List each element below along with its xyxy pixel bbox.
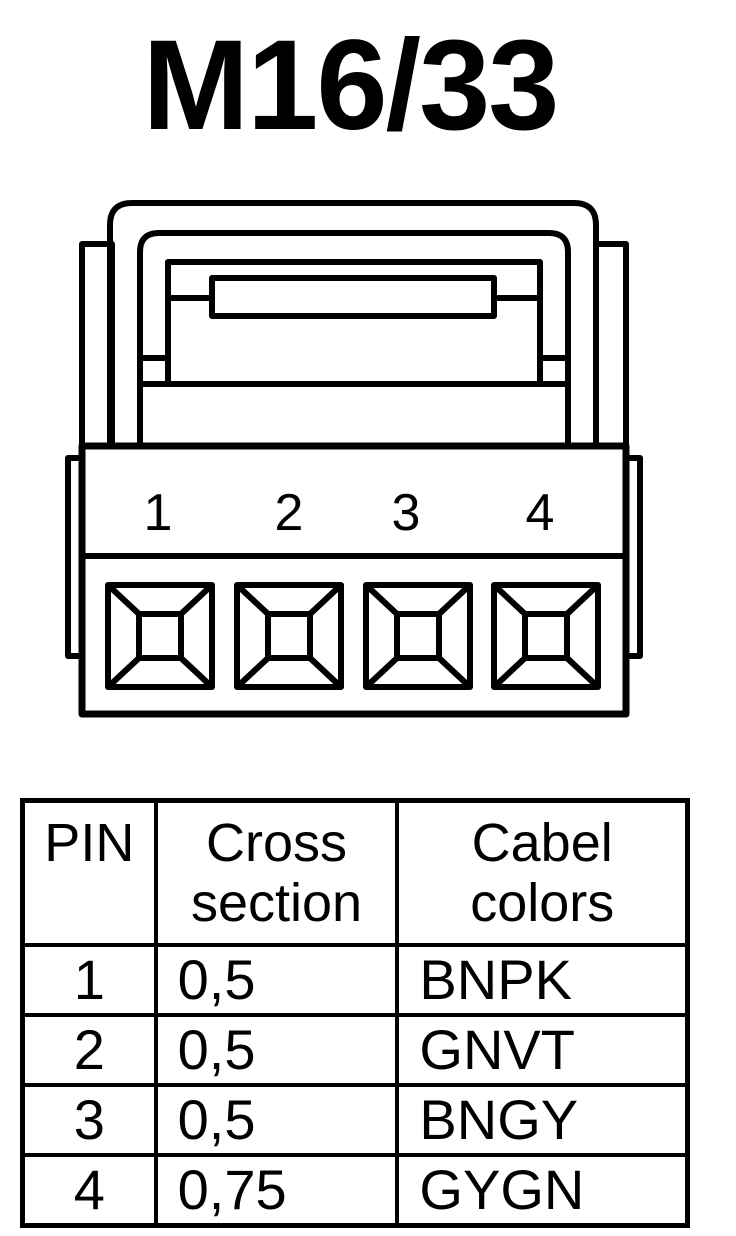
latch-outer xyxy=(107,200,599,446)
header-color-line1: Cabel xyxy=(471,813,613,873)
connector-drawing: 1 2 3 4 xyxy=(65,200,643,718)
cell-cross-section: 0,5 xyxy=(153,1082,400,1157)
cell-cross-section: 0,5 xyxy=(153,1012,400,1087)
connector-body xyxy=(78,442,630,718)
right-side-rail xyxy=(593,241,629,449)
cell-cross-section: 0,5 xyxy=(153,942,400,1017)
pin-number-4: 4 xyxy=(526,484,555,542)
table-row: 1 0,5 BNPK xyxy=(20,942,690,1017)
cell-cross-section: 0,75 xyxy=(153,1152,400,1227)
cell-cable-color: GNVT xyxy=(395,1012,690,1087)
connector-title: M16/33 xyxy=(142,14,560,157)
terminal-4 xyxy=(491,582,601,690)
header-cross-section: Cross section xyxy=(153,798,400,947)
cell-pin: 2 xyxy=(20,1012,158,1087)
latch-inner xyxy=(137,230,571,446)
terminal-1 xyxy=(105,582,215,690)
header-cross-line1: Cross xyxy=(206,813,348,873)
pin-number-2: 2 xyxy=(275,484,304,542)
cell-cable-color: GYGN xyxy=(395,1152,690,1227)
cell-cable-color: BNPK xyxy=(395,942,690,1017)
lock-bar xyxy=(209,275,497,319)
header-cross-line2: section xyxy=(190,873,363,933)
cell-cable-color: BNGY xyxy=(395,1082,690,1157)
cell-pin: 1 xyxy=(20,942,158,1017)
cell-pin: 3 xyxy=(20,1082,158,1157)
header-cable-colors: Cabel colors xyxy=(395,798,690,947)
header-pin: PIN xyxy=(20,798,158,947)
table-row: 4 0,75 GYGN xyxy=(20,1152,690,1227)
pin-number-3: 3 xyxy=(392,484,421,542)
table-row: 2 0,5 GNVT xyxy=(20,1012,690,1087)
pin-assignment-table: PIN Cross section Cabel colors 1 0,5 BNP… xyxy=(20,798,690,1228)
terminal-2 xyxy=(234,582,344,690)
lock-bracket xyxy=(140,259,568,387)
terminal-3 xyxy=(363,582,473,690)
cell-pin: 4 xyxy=(20,1152,158,1227)
table-row: 3 0,5 BNGY xyxy=(20,1082,690,1157)
header-color-line2: colors xyxy=(470,873,615,933)
table-header-row: PIN Cross section Cabel colors xyxy=(20,798,690,947)
pin-number-1: 1 xyxy=(144,484,173,542)
